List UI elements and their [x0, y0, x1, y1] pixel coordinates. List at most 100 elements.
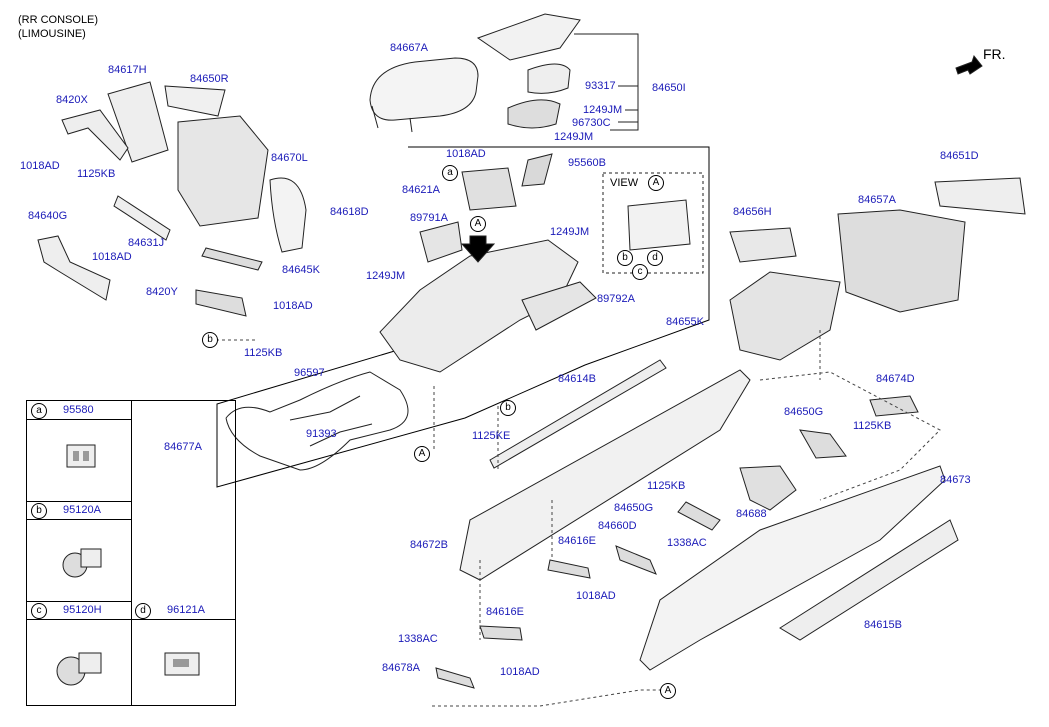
legend-part[interactable]: 96121A [167, 604, 205, 616]
part-label[interactable]: 1249JM [583, 104, 623, 116]
part-label[interactable]: 96730C [572, 117, 611, 129]
view-ref: A [648, 175, 664, 191]
callout-A: A [660, 683, 676, 699]
part-label[interactable]: 1125KB [853, 420, 892, 432]
part-label[interactable]: 84616E [486, 606, 524, 618]
part-label[interactable]: 1338AC [667, 537, 707, 549]
part-label[interactable]: 1018AD [92, 251, 132, 263]
unit-84657A [837, 209, 966, 313]
legend-key: d [135, 603, 151, 619]
part-label[interactable]: 1125KE [472, 430, 511, 442]
part-label[interactable]: 91393 [306, 428, 337, 440]
callout-d: d [647, 250, 663, 266]
part-label[interactable]: 84618D [330, 206, 369, 218]
part-label[interactable]: 84657A [858, 194, 896, 206]
group-outline [216, 146, 710, 488]
legend-cell-b: b 95120A [27, 501, 132, 602]
panel-84673 [639, 465, 946, 671]
part-label[interactable]: 84672B [410, 539, 448, 551]
part-label[interactable]: 1125KB [647, 480, 686, 492]
bin-84655K [729, 271, 841, 361]
panel-84615B [779, 519, 959, 641]
cover-84651D [934, 177, 1026, 215]
part-label[interactable]: 84677A [164, 441, 202, 453]
part-label[interactable]: 84645K [282, 264, 320, 276]
view-label: VIEW [610, 177, 639, 189]
legend-part[interactable]: 95120A [63, 504, 101, 516]
legend-cell-d: d 96121A [131, 601, 235, 705]
leader-84650I [574, 33, 639, 131]
part-label[interactable]: 84650R [190, 73, 229, 85]
header-line-1: (RR CONSOLE) [18, 14, 99, 26]
part-label[interactable]: 84667A [390, 42, 428, 54]
part-label[interactable]: 1018AD [576, 590, 616, 602]
part-label[interactable]: 84650G [784, 406, 824, 418]
legend-part[interactable]: 95120H [63, 604, 102, 616]
cover-84618D [269, 177, 307, 253]
callout-A: A [414, 446, 430, 462]
part-label[interactable]: 84640G [28, 210, 68, 222]
part-label[interactable]: 8420Y [146, 286, 178, 298]
part-label[interactable]: 1018AD [446, 148, 486, 160]
part-label[interactable]: 84651D [940, 150, 979, 162]
part-label[interactable]: 84614B [558, 373, 596, 385]
part-label[interactable]: 1018AD [500, 666, 540, 678]
harness-84677A [225, 371, 409, 471]
bezel-84650I [476, 13, 581, 61]
part-label[interactable]: 8420X [56, 94, 88, 106]
header-line-2: (LIMOUSINE) [18, 28, 86, 40]
legend-part[interactable]: 95580 [63, 404, 94, 416]
part-label[interactable]: 84631J [128, 237, 165, 249]
callout-A: A [470, 216, 486, 232]
legend-key: a [31, 403, 47, 419]
part-label[interactable]: 84660D [598, 520, 637, 532]
socket-icon [62, 548, 102, 578]
part-label[interactable]: 84674D [876, 373, 915, 385]
part-label[interactable]: 84650G [614, 502, 654, 514]
part-label[interactable]: 1018AD [273, 300, 313, 312]
front-indicator: FR. [983, 46, 1006, 62]
part-label[interactable]: 84617H [108, 64, 147, 76]
part-label[interactable]: 1249JM [554, 131, 594, 143]
console-body [379, 239, 579, 373]
legend-key: c [31, 603, 47, 619]
part-label[interactable]: 84670L [271, 152, 308, 164]
armrest-84667A [369, 57, 479, 121]
part-label[interactable]: 1125KB [77, 168, 116, 180]
part-label[interactable]: 96597 [294, 367, 325, 379]
part-label[interactable]: 89792A [597, 293, 635, 305]
part-label[interactable]: 1249JM [366, 270, 406, 282]
callout-a: a [442, 165, 458, 181]
part-label[interactable]: 84655K [666, 316, 704, 328]
frame-84617H [107, 81, 169, 163]
part-label[interactable]: 84650I [652, 82, 686, 94]
part-label[interactable]: 95560B [568, 157, 606, 169]
part-label[interactable]: 84673 [940, 474, 971, 486]
part-label[interactable]: 84615B [864, 619, 902, 631]
part-label[interactable]: 1338AC [398, 633, 438, 645]
callout-b: b [500, 400, 516, 416]
part-label[interactable]: 84656H [733, 206, 772, 218]
legend-cell-a: a 95580 [27, 401, 132, 502]
tray-84656H [729, 227, 797, 263]
legend-table: a 95580 b 95120A c 95120H d 96121A [26, 400, 236, 706]
usb-jack-icon [164, 652, 200, 676]
usb-socket-icon [56, 652, 102, 686]
housing-84670L [177, 115, 269, 227]
callout-b: b [617, 250, 633, 266]
part-label[interactable]: 93317 [585, 80, 616, 92]
part-label[interactable]: 84616E [558, 535, 596, 547]
part-label[interactable]: 1018AD [20, 160, 60, 172]
part-label[interactable]: 84621A [402, 184, 440, 196]
legend-cell-c: c 95120H [27, 601, 132, 705]
callout-b: b [202, 332, 218, 348]
part-label[interactable]: 1249JM [550, 226, 590, 238]
part-label[interactable]: 84688 [736, 508, 767, 520]
part-label[interactable]: 89791A [410, 212, 448, 224]
switch-icon [66, 444, 96, 468]
part-label[interactable]: 1125KB [244, 347, 283, 359]
part-label[interactable]: 84678A [382, 662, 420, 674]
callout-c: c [632, 264, 648, 280]
bracket-84640G [37, 235, 111, 301]
